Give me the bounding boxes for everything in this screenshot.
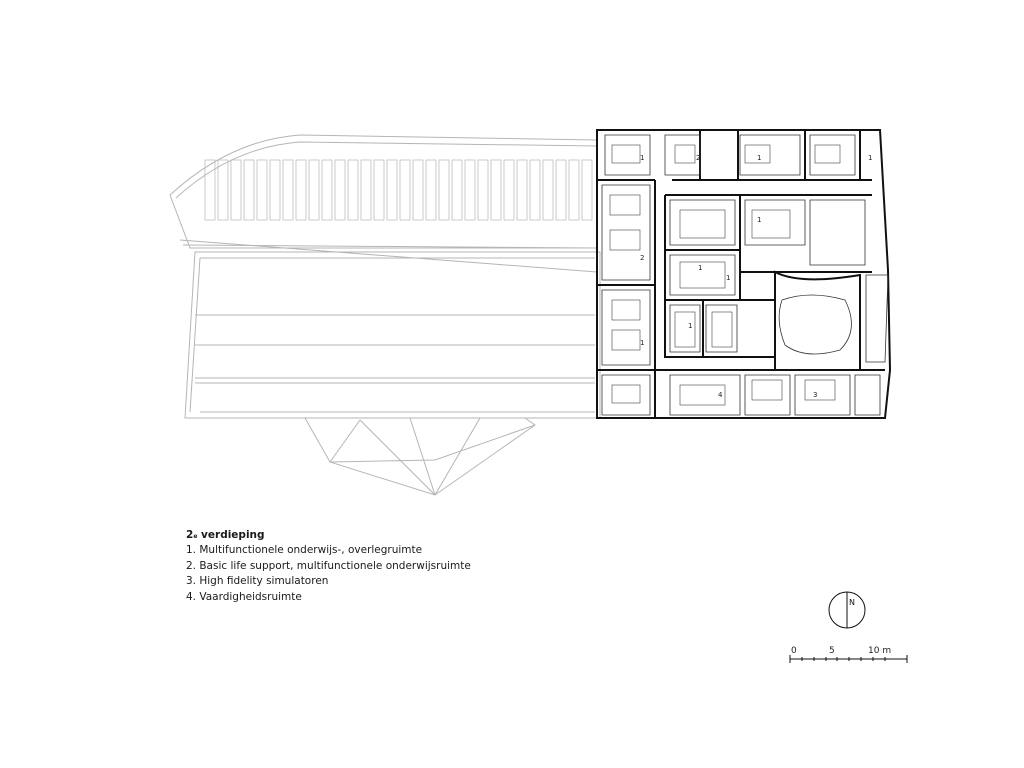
seat-block <box>542 159 554 221</box>
seat-block <box>399 159 411 221</box>
seat-block <box>269 159 281 221</box>
table <box>751 209 791 239</box>
north-arrow-icon <box>828 591 866 629</box>
table <box>751 379 783 401</box>
north-label: N <box>849 598 855 607</box>
scale-label: 5 <box>829 646 835 656</box>
seat-block <box>438 159 450 221</box>
seat-block <box>425 159 437 221</box>
seat-block <box>256 159 268 221</box>
seat-block <box>490 159 502 221</box>
seat-block <box>243 159 255 221</box>
table <box>609 229 641 251</box>
seat-block <box>347 159 359 221</box>
furniture <box>609 144 841 406</box>
seat-block <box>581 159 593 221</box>
lecture-seating-rows <box>204 159 593 221</box>
seat-block <box>204 159 216 221</box>
building-walls <box>596 129 892 419</box>
scale-label: 0 <box>791 646 797 656</box>
legend-title: 2e verdieping <box>186 529 265 541</box>
lower-level-outline <box>169 134 601 496</box>
room-number: 1 <box>688 322 692 330</box>
room-number: 4 <box>718 391 723 399</box>
legend-item: 1. Multifunctionele onderwijs-, overlegr… <box>186 544 423 557</box>
table <box>744 144 771 164</box>
room-number: 1 <box>868 154 872 162</box>
table <box>804 379 836 401</box>
table <box>611 329 641 351</box>
room-number: 2 <box>640 254 644 262</box>
seat-block <box>321 159 333 221</box>
seat-block <box>386 159 398 221</box>
room-number: 1 <box>757 216 761 224</box>
seat-block <box>516 159 528 221</box>
seat-block <box>503 159 515 221</box>
seat-block <box>568 159 580 221</box>
table <box>611 384 641 404</box>
room-number: 1 <box>757 154 761 162</box>
room-number: 1 <box>698 264 702 272</box>
seat-block <box>477 159 489 221</box>
seat-block <box>464 159 476 221</box>
scale-label: 10 m <box>868 646 892 656</box>
table <box>609 194 641 216</box>
interior-partitions <box>601 134 889 416</box>
seat-block <box>308 159 320 221</box>
seat-block <box>230 159 242 221</box>
table <box>674 144 696 164</box>
legend: 2e verdieping 1. Multifunctionele onderw… <box>186 528 471 605</box>
seat-block <box>282 159 294 221</box>
room-number: 3 <box>813 391 817 399</box>
table <box>679 261 726 289</box>
seat-block <box>555 159 567 221</box>
room-number: 1 <box>640 154 644 162</box>
seat-block <box>451 159 463 221</box>
table <box>814 144 841 164</box>
room-number: 2 <box>696 154 700 162</box>
scale-bar <box>789 655 908 663</box>
legend-item: 4. Vaardigheidsruimte <box>186 590 302 603</box>
room-number: 1 <box>640 339 644 347</box>
room-number: 1 <box>726 274 730 282</box>
seat-block <box>360 159 372 221</box>
seat-block <box>295 159 307 221</box>
seat-block <box>412 159 424 221</box>
seat-block <box>334 159 346 221</box>
table <box>679 209 726 239</box>
table <box>611 144 641 164</box>
table <box>679 384 726 406</box>
legend-item: 3. High fidelity simulatoren <box>186 575 329 588</box>
seat-block <box>217 159 229 221</box>
table <box>611 299 641 321</box>
table <box>711 311 733 348</box>
table <box>674 311 696 348</box>
seat-block <box>373 159 385 221</box>
seat-block <box>529 159 541 221</box>
legend-item: 2. Basic life support, multifunctionele … <box>186 559 471 572</box>
